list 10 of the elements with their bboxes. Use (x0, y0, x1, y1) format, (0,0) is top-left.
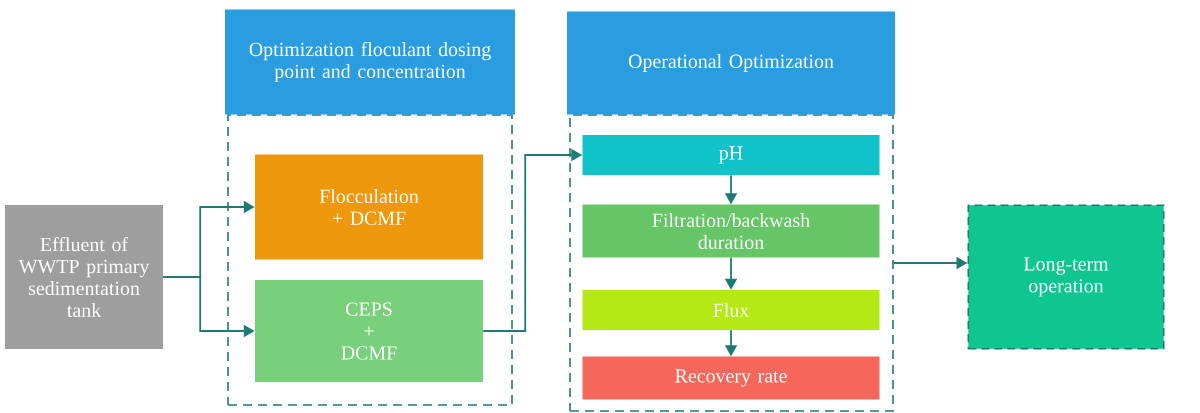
process-box: Flux (582, 290, 880, 330)
process-box: CEPS + DCMF (255, 280, 483, 382)
heading-box: Optimization floculant dosing point and concentration (225, 9, 515, 115)
heading-box: Operational Optimization (567, 11, 895, 115)
process-box: Effluent of WWTP primary sedimentation tank (5, 205, 163, 349)
process-box: Recovery rate (582, 356, 880, 400)
process-box: pH (582, 135, 880, 175)
process-box: Flocculation + DCMF (255, 154, 483, 260)
process-box: Long-term operation (967, 204, 1165, 350)
process-box: Filtration/backwash duration (582, 204, 880, 258)
